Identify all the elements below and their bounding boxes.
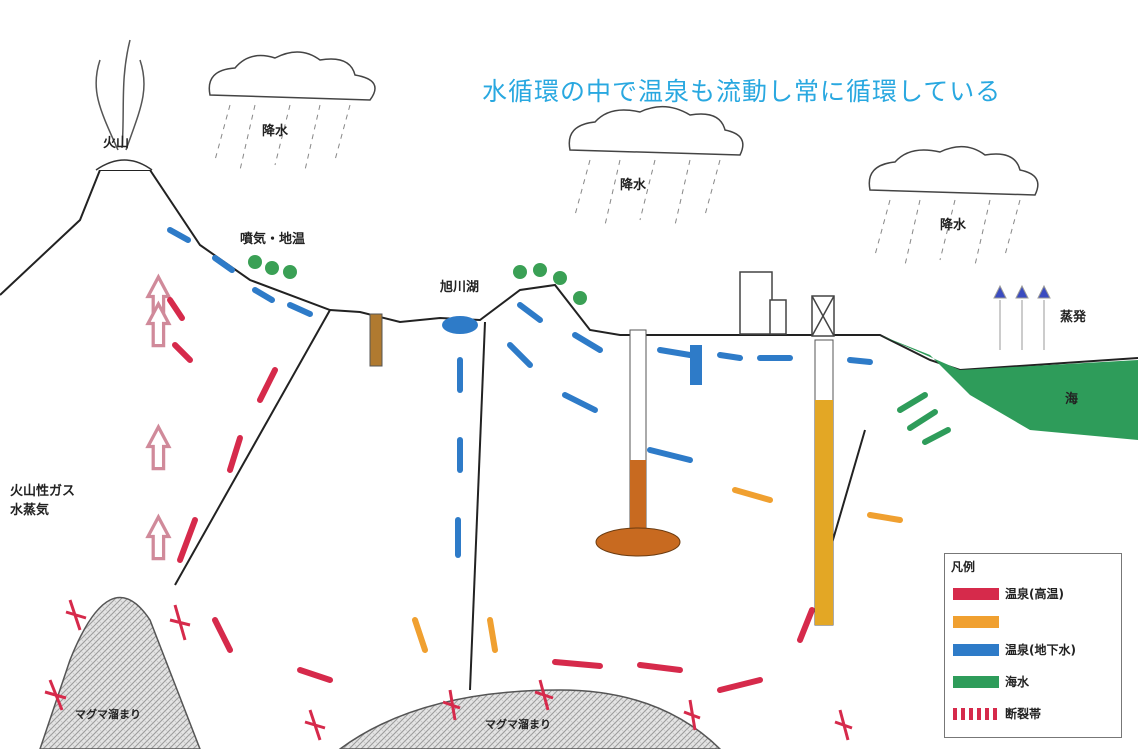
hot-water-arrows — [167, 297, 815, 693]
volcano-steam — [95, 39, 145, 151]
lake — [442, 316, 478, 334]
cloud-left — [208, 51, 376, 101]
legend-label: 海水 — [1005, 675, 1030, 689]
label-rain-left: 降水 — [262, 124, 289, 139]
well-shallow — [690, 345, 702, 385]
warm-water-arrows — [412, 487, 903, 653]
sea-area — [880, 335, 1138, 440]
fault-line-left — [174, 309, 331, 586]
well-tall-fill — [815, 400, 833, 625]
buildings — [739, 271, 835, 337]
legend-item-warm — [949, 612, 1119, 632]
volcanic-gas-arrows — [145, 273, 172, 561]
legend-item-groundwater: 温泉(地下水) — [949, 640, 1119, 660]
diagram-title: 水循環の中で温泉も流動し常に循環している — [482, 77, 1002, 106]
groundwater-arrows — [167, 227, 873, 558]
label-fumarole: 噴気・地温 — [240, 232, 306, 247]
legend-label: 温泉(地下水) — [1005, 643, 1076, 657]
legend-swatch — [953, 588, 999, 600]
legend-swatch — [953, 644, 999, 656]
fault-line-middle — [469, 321, 486, 691]
volcano-crater — [95, 159, 153, 171]
rain-lines — [214, 104, 1021, 266]
label-magma-left: マグマ溜まり — [75, 708, 141, 721]
label-volcanic-gas: 火山性ガス 水蒸気 — [10, 484, 76, 518]
label-rain-right: 降水 — [940, 218, 967, 233]
legend-swatch — [953, 708, 999, 720]
cloud-right — [868, 146, 1039, 196]
legend-swatch — [953, 676, 999, 688]
legend-item-hot: 温泉(高温) — [949, 584, 1119, 604]
terrain-profile — [0, 169, 1138, 372]
reservoir — [595, 527, 681, 557]
well-deep-fill — [630, 460, 646, 530]
label-rain-middle: 降水 — [620, 178, 647, 193]
label-river: 旭川湖 — [440, 280, 480, 295]
label-magma-right: マグマ溜まり — [485, 718, 551, 731]
legend-item-fault: 断裂帯 — [949, 704, 1119, 724]
magma-chamber-left — [39, 596, 201, 749]
trees — [248, 255, 587, 305]
cloud-middle — [568, 106, 744, 156]
legend-label: 温泉(高温) — [1005, 587, 1064, 601]
sea-water-arrows — [897, 392, 951, 445]
legend-box: 凡例 温泉(高温) 温泉(地下水) 海水 断裂帯 — [944, 553, 1122, 738]
well-left — [369, 313, 383, 367]
evaporation-arrows — [993, 284, 1051, 350]
legend-label: 断裂帯 — [1005, 707, 1042, 721]
label-volcano: 火山 — [103, 136, 130, 151]
label-sea: 海 — [1065, 392, 1079, 407]
fault-markers — [44, 599, 853, 741]
fault-line-right — [829, 429, 866, 551]
legend-swatch — [953, 616, 999, 628]
label-evaporation: 蒸発 — [1060, 310, 1087, 325]
legend-title: 凡例 — [951, 560, 976, 574]
magma-chamber-right — [338, 689, 722, 749]
legend-item-seawater: 海水 — [949, 672, 1119, 692]
